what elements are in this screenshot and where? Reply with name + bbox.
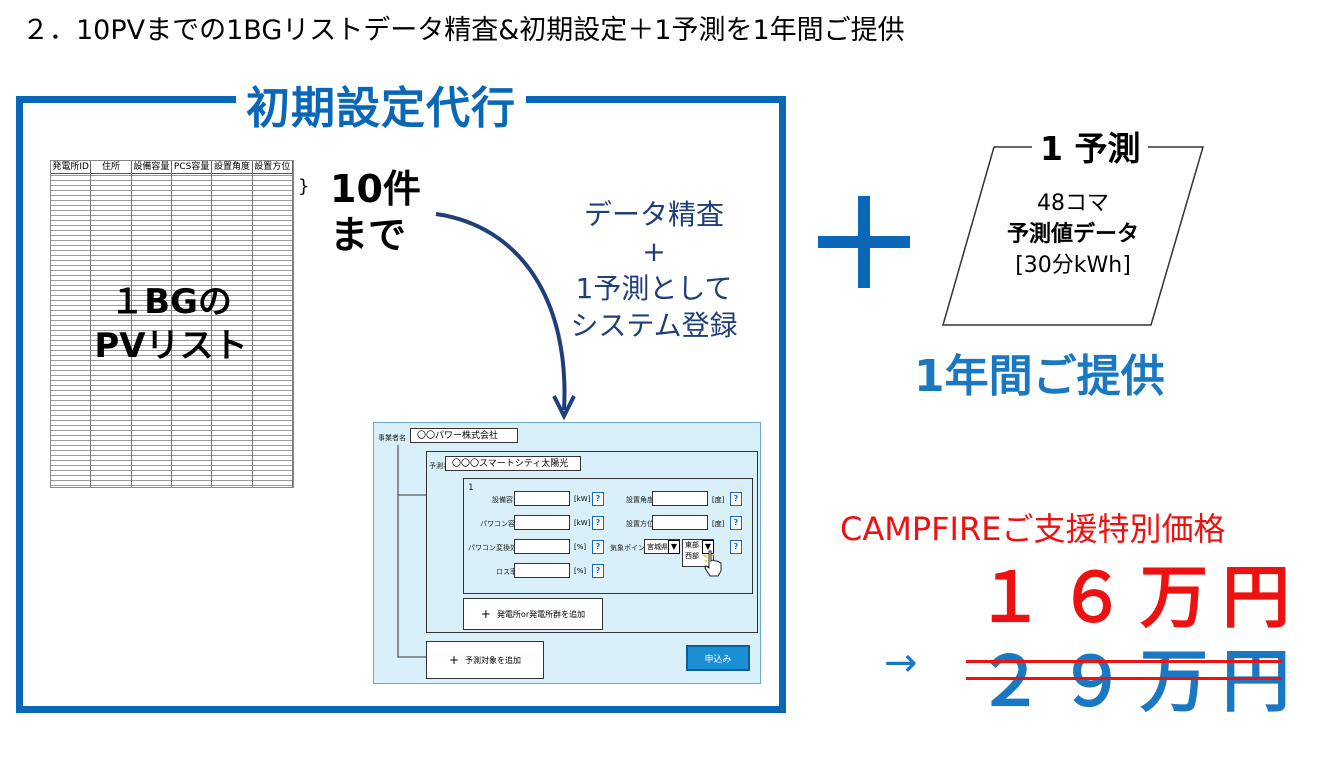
- setup-frame-title: 初期設定代行: [236, 72, 526, 136]
- regular-price: ２９万円: [976, 643, 1305, 722]
- business-name-input[interactable]: 〇〇パワー株式会社: [410, 428, 518, 443]
- region-option[interactable]: 東部: [685, 541, 699, 549]
- efficiency-input[interactable]: [514, 539, 570, 554]
- registration-text: データ精査 + 1予測として システム登録: [548, 196, 760, 344]
- special-price: １６万円: [976, 559, 1305, 638]
- field-label: 設置方位: [626, 520, 654, 528]
- field-label: 設備容量: [492, 496, 520, 504]
- add-target-button[interactable]: + 予測対象を追加: [426, 641, 544, 679]
- pv-header-cell: 住所: [91, 161, 132, 173]
- campaign-label: CAMPFIREご支援特別価格: [840, 510, 1226, 548]
- pv-list-label-line1: １BGの: [110, 282, 232, 322]
- pv-header-cell: 設備容量: [132, 161, 172, 173]
- field-unit: [度]: [712, 520, 725, 528]
- reg-line: +: [642, 235, 666, 268]
- field-label: パワコン容量: [480, 520, 522, 528]
- plant-index: 1: [468, 483, 474, 493]
- count-line1: 10件: [330, 167, 421, 211]
- pointer-hand-icon: [703, 550, 722, 577]
- page-title: ２．10PVまでの1BGリストデータ精査&初期設定＋1予測を1年間ご提供: [22, 15, 905, 46]
- help-icon[interactable]: ?: [592, 492, 604, 506]
- registration-form: 事業者名 〇〇パワー株式会社 予測名 〇〇〇スマートシティ太陽光 1 設備容量 …: [373, 422, 761, 684]
- plus-icon: [818, 196, 910, 288]
- weather-label: 気象ポイント: [610, 544, 652, 552]
- field-unit: [%]: [574, 567, 587, 575]
- arrow-right-icon: →: [884, 640, 918, 686]
- plant-panel: 1 設備容量 [kW] ? パワコン容量 [kW] ? パワコン変換効率 [%]…: [463, 478, 753, 594]
- region-option[interactable]: 西部: [685, 552, 699, 560]
- forecast-title: 1 予測: [1032, 122, 1149, 170]
- field-label: ロス率: [496, 568, 517, 576]
- field-unit: [kW]: [574, 495, 591, 503]
- pv-list-sheet: 発電所ID 住所 設備容量 PCS容量 設置角度 設置方位: [50, 160, 294, 488]
- add-target-label: 予測対象を追加: [465, 655, 522, 665]
- field-unit: [%]: [574, 543, 587, 551]
- help-icon[interactable]: ?: [592, 540, 604, 554]
- submit-button[interactable]: 申込み: [686, 645, 750, 671]
- add-plant-label: 発電所or発電所群を追加: [496, 609, 586, 619]
- pv-header-cell: 設置角度: [212, 161, 253, 173]
- reg-line: データ精査: [583, 198, 724, 231]
- reg-line: システム登録: [570, 309, 738, 342]
- field-label: パワコン変換効率: [468, 544, 524, 552]
- help-icon[interactable]: ?: [730, 492, 742, 506]
- forecast-line3: [30分kWh]: [1015, 253, 1131, 278]
- year-provide-label: 1年間ご提供: [914, 351, 1165, 402]
- chevron-down-icon[interactable]: ▼: [668, 540, 680, 554]
- pv-list-label-line2: PVリスト: [94, 326, 248, 366]
- pv-header-cell: 設置方位: [253, 161, 293, 173]
- field-label: 設置角度: [626, 496, 654, 504]
- bracket-glyph: }: [298, 176, 310, 197]
- add-plant-button[interactable]: + 発電所or発電所群を追加: [463, 598, 603, 630]
- help-icon[interactable]: ?: [730, 516, 742, 530]
- plus-icon: +: [448, 653, 460, 667]
- field-unit: [度]: [712, 496, 725, 504]
- help-icon[interactable]: ?: [592, 564, 604, 578]
- count-line2: まで: [330, 213, 407, 257]
- field-unit: [kW]: [574, 519, 591, 527]
- capacity-input[interactable]: [514, 491, 570, 506]
- plus-icon: +: [480, 607, 491, 621]
- forecast-name-input[interactable]: 〇〇〇スマートシティ太陽光: [445, 456, 581, 471]
- azimuth-input[interactable]: [652, 515, 708, 530]
- loss-rate-input[interactable]: [514, 563, 570, 578]
- strikethrough-line: [966, 677, 1282, 680]
- forecast-panel: 予測名 〇〇〇スマートシティ太陽光 1 設備容量 [kW] ? パワコン容量 […: [426, 451, 758, 633]
- pv-list-label: １BGの PVリスト: [50, 280, 292, 368]
- help-icon[interactable]: ?: [730, 540, 742, 554]
- pv-header-cell: 発電所ID: [51, 161, 92, 173]
- strikethrough-line: [966, 660, 1282, 663]
- count-label: 10件 まで: [330, 166, 421, 258]
- pcs-capacity-input[interactable]: [514, 515, 570, 530]
- pv-header-cell: PCS容量: [172, 161, 213, 173]
- business-label: 事業者名: [378, 434, 406, 442]
- angle-input[interactable]: [652, 491, 708, 506]
- forecast-body: 48コマ 予測値データ [30分kWh]: [968, 188, 1178, 281]
- pv-list-header: 発電所ID 住所 設備容量 PCS容量 設置角度 設置方位: [51, 161, 293, 174]
- reg-line: 1予測として: [575, 272, 733, 305]
- forecast-label: 予測名: [429, 462, 450, 470]
- forecast-line1: 48コマ: [1037, 191, 1109, 216]
- help-icon[interactable]: ?: [592, 516, 604, 530]
- forecast-line2: 予測値データ: [1006, 222, 1139, 247]
